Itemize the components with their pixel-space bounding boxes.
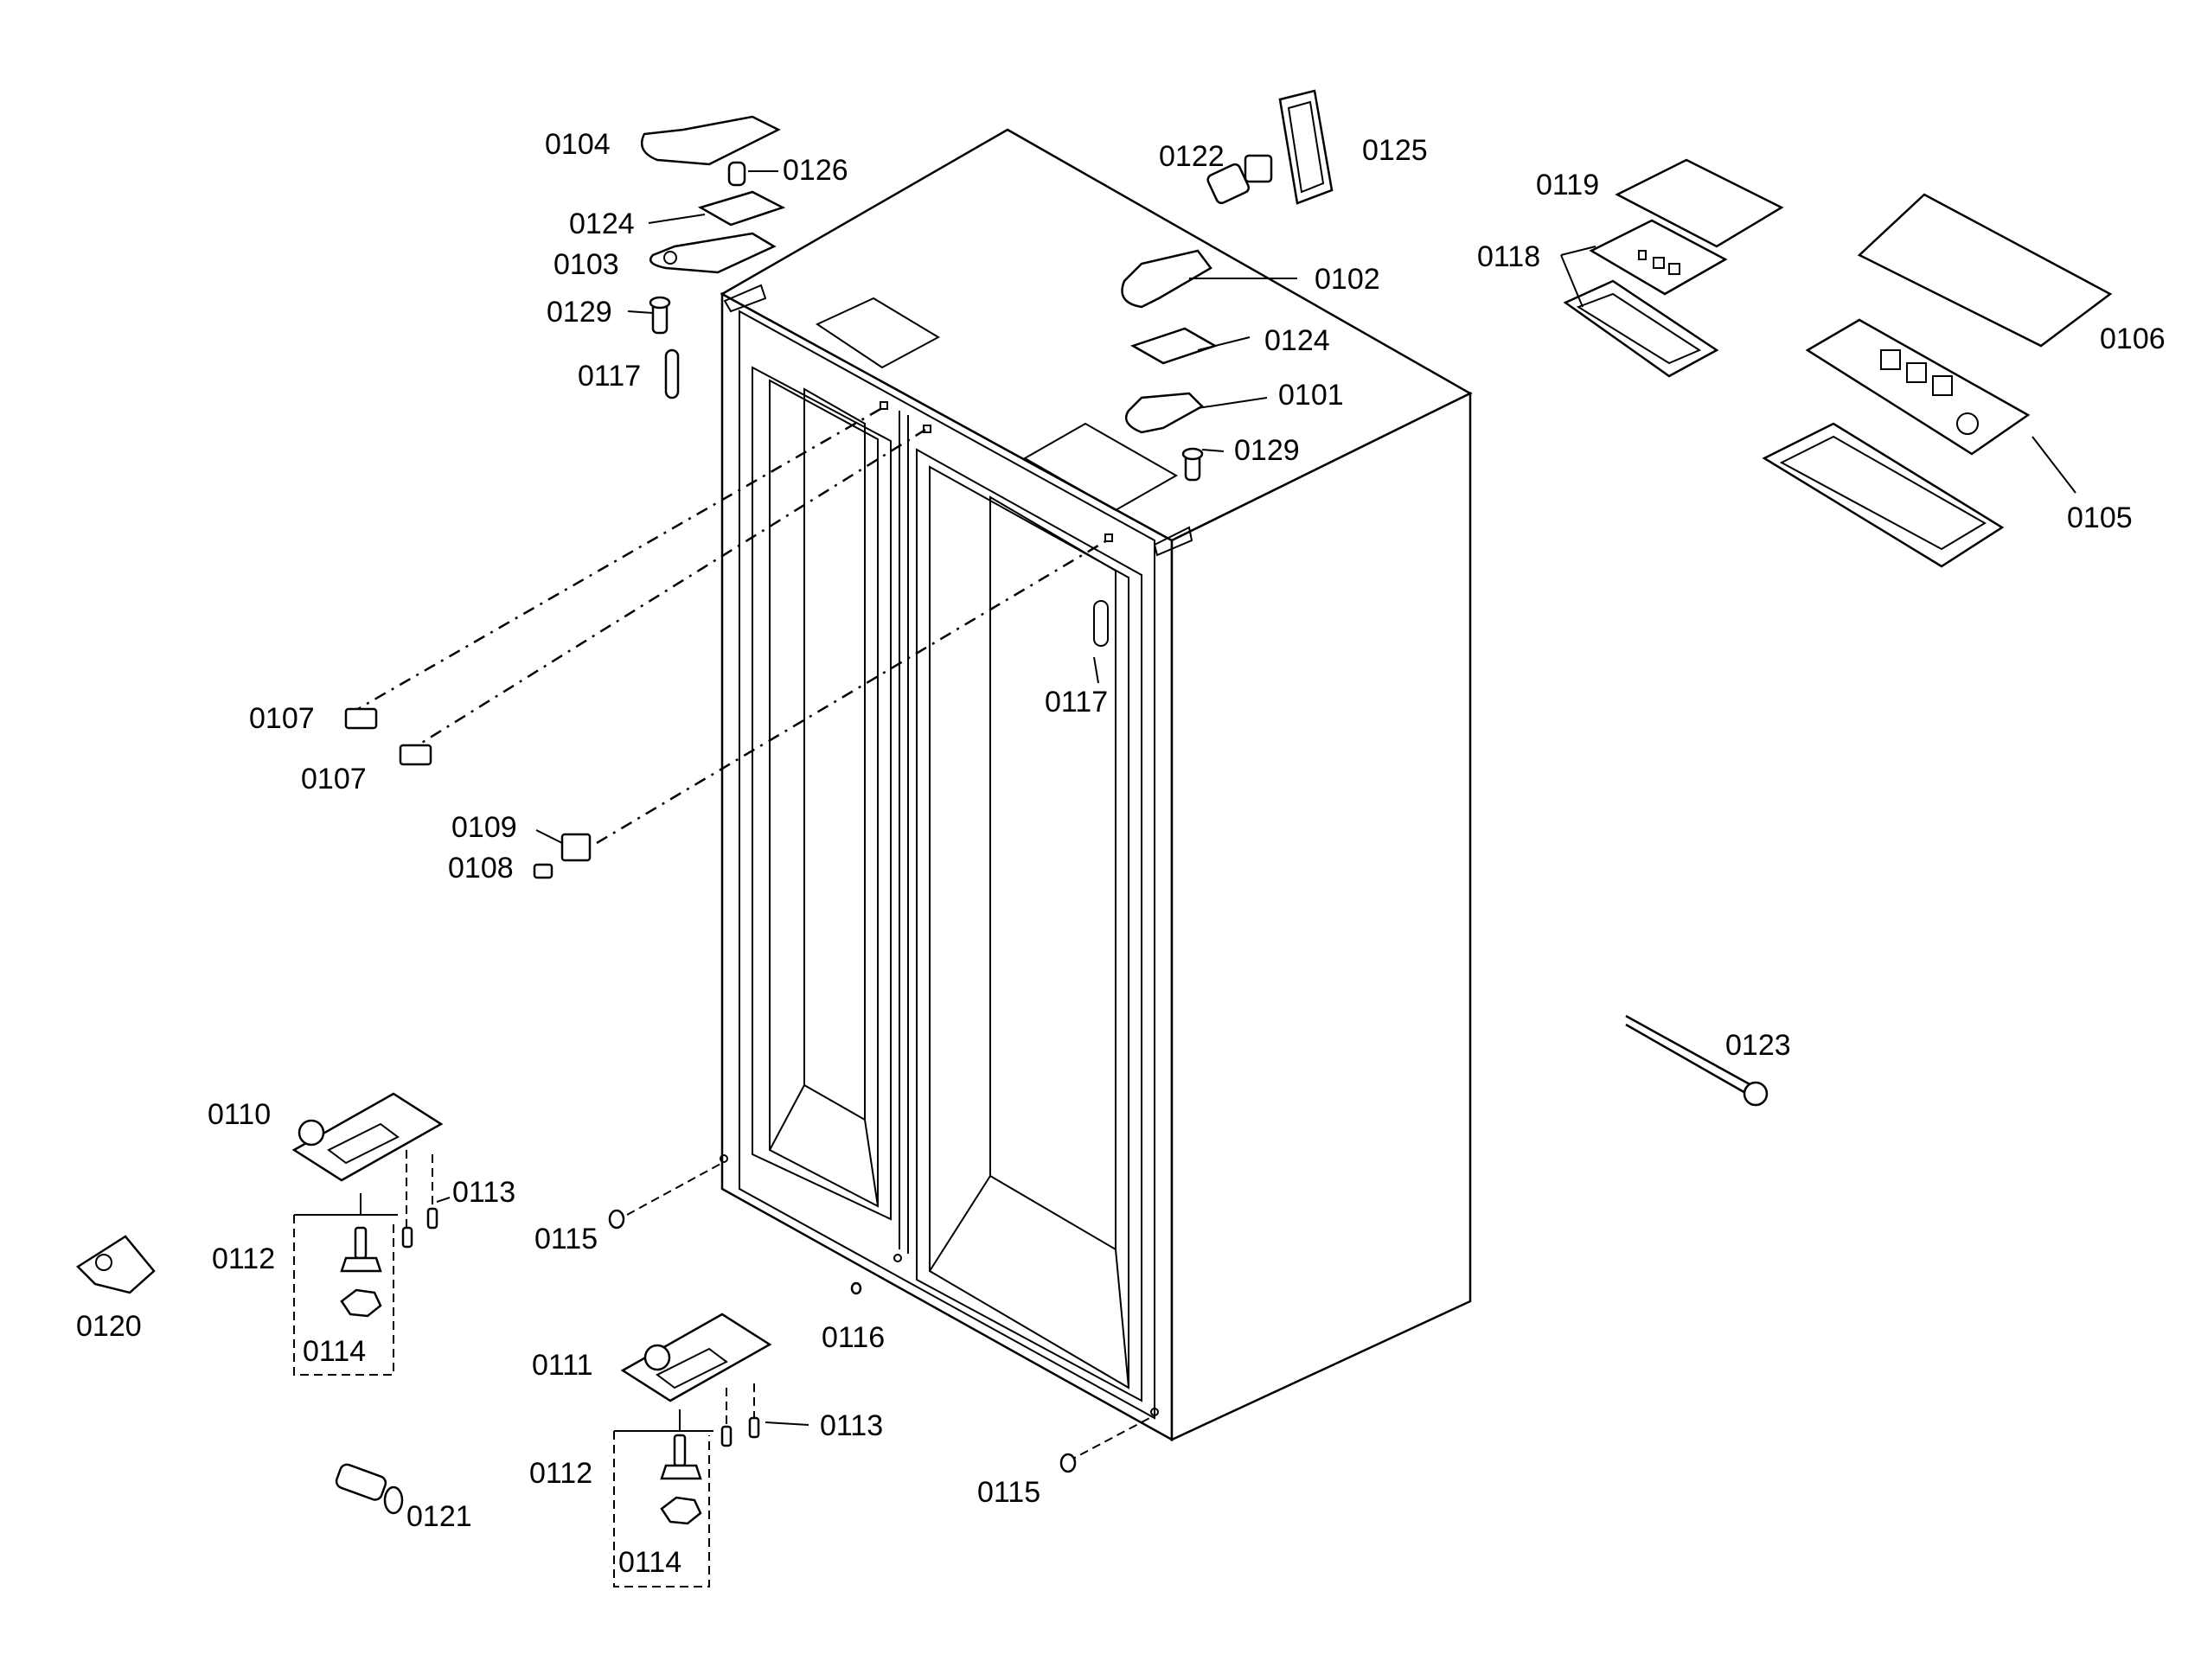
part-0107-switch-b (399, 744, 432, 766)
part-0126-bushing (727, 161, 746, 187)
refrigerator-cabinet (720, 128, 1473, 1442)
label-0115-a: 0115 (534, 1223, 598, 1255)
label-0124-a: 0124 (569, 208, 635, 240)
part-0115-plug-b (1059, 1453, 1077, 1473)
label-0118: 0118 (1477, 240, 1540, 273)
label-0117-a: 0117 (578, 360, 641, 393)
part-0122-valve (1206, 154, 1273, 205)
label-0116: 0116 (822, 1321, 885, 1354)
part-0106-cover (1857, 193, 2113, 348)
label-0114-a: 0114 (303, 1335, 366, 1368)
label-0109: 0109 (451, 811, 517, 844)
part-0125-frame (1278, 89, 1334, 205)
part-0103-hinge (649, 232, 777, 274)
leader-lines (436, 170, 2076, 1426)
part-0115-plug-a (608, 1209, 625, 1230)
part-0108-cap (533, 863, 553, 879)
label-0102: 0102 (1315, 263, 1380, 296)
part-0117-rod-a (664, 348, 680, 399)
label-0103: 0103 (553, 248, 619, 281)
part-0121-fitting (335, 1463, 404, 1515)
label-0124-b: 0124 (1264, 324, 1330, 357)
assembly-lines (349, 406, 1155, 1462)
label-0104: 0104 (545, 128, 611, 161)
label-0114-b: 0114 (618, 1546, 681, 1579)
label-0105: 0105 (2067, 501, 2133, 534)
label-0119: 0119 (1536, 169, 1599, 201)
part-0113-screw-a (401, 1207, 438, 1249)
label-0112-b: 0112 (529, 1457, 592, 1490)
label-0113-a: 0113 (452, 1176, 515, 1209)
part-0109-switch (560, 833, 592, 862)
label-0121: 0121 (406, 1500, 472, 1533)
label-0126: 0126 (783, 154, 848, 187)
label-0129-b: 0129 (1234, 434, 1300, 467)
label-0129-a: 0129 (547, 296, 612, 329)
label-0110: 0110 (208, 1098, 271, 1131)
label-0106: 0106 (2100, 323, 2166, 355)
label-0107-a: 0107 (249, 702, 315, 735)
part-0118-board (1589, 219, 1728, 296)
part-0107-switch-a (344, 707, 378, 730)
part-0104-hinge-cover (640, 115, 781, 166)
part-0101-hinge (1124, 392, 1205, 434)
part-0105-housing (1762, 422, 2005, 568)
part-0114-nut-a (340, 1288, 382, 1318)
part-0111-lower-hinge (620, 1313, 772, 1402)
label-0125: 0125 (1362, 134, 1428, 167)
part-0102-hinge-cover (1121, 249, 1212, 309)
label-0111: 0111 (532, 1349, 593, 1382)
part-0129-pin-a (649, 296, 671, 335)
part-0112-leveler-a (340, 1226, 382, 1273)
part-0116-plug (850, 1281, 862, 1295)
label-0113-b: 0113 (820, 1409, 883, 1442)
part-0113-screw-b (720, 1416, 760, 1447)
part-0124-gasket-a (697, 190, 786, 227)
label-0112-a: 0112 (212, 1242, 275, 1275)
part-0112-leveler-b (660, 1434, 702, 1480)
part-0119-cover (1615, 158, 1784, 248)
label-0117-b: 0117 (1045, 686, 1108, 719)
label-0108: 0108 (448, 852, 514, 885)
label-0123: 0123 (1725, 1029, 1791, 1062)
label-0101: 0101 (1278, 379, 1344, 412)
label-0115-b: 0115 (977, 1476, 1040, 1509)
leveler-group-boxes (293, 1193, 713, 1587)
part-0105-board (1805, 318, 2031, 456)
part-0110-lower-hinge (291, 1092, 444, 1182)
part-0120-bracket (76, 1235, 156, 1294)
label-0120: 0120 (76, 1310, 142, 1343)
part-0118-housing (1563, 279, 1719, 378)
callout-labels: 0104 0126 0124 0103 0129 0117 0122 0125 … (76, 128, 2166, 1579)
part-0123-tube (1625, 1014, 1769, 1107)
part-0114-nut-b (660, 1496, 702, 1525)
part-0129-pin-b (1181, 447, 1204, 482)
label-0107-b: 0107 (301, 763, 367, 795)
label-0122: 0122 (1159, 140, 1225, 173)
